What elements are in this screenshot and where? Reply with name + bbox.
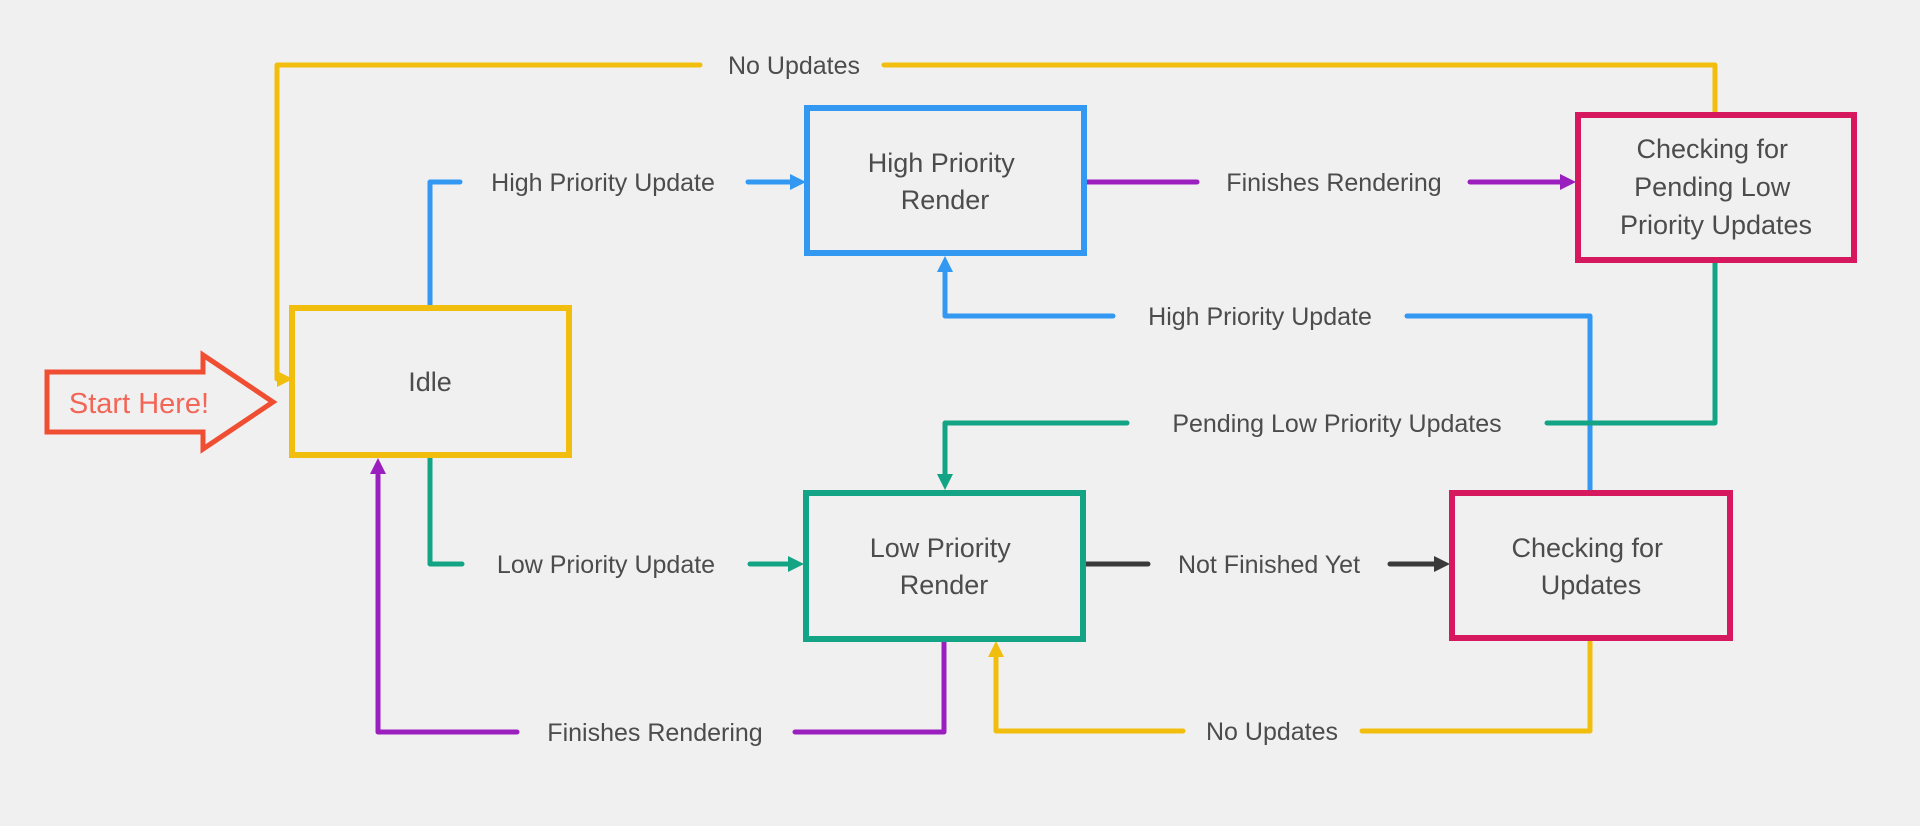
edge-label-high-priority-update-left: High Priority Update	[491, 169, 715, 197]
edge-high-priority-update-left-seg1	[427, 179, 463, 308]
edge-finishes-rendering-bottom-seg1	[792, 638, 947, 735]
node-checking-pending-low-label: Checking for Pending Low Priority Update…	[1620, 134, 1812, 240]
node-high-priority-render	[804, 105, 1087, 256]
edge-no-updates-bottom-seg1	[1359, 637, 1593, 734]
edge-high-priority-update-mid-seg1	[1404, 313, 1593, 494]
node-checking-updates-label: Checking for Updates	[1511, 533, 1670, 600]
arrowhead-finishes-rendering-top	[1560, 174, 1576, 190]
arrowhead-pending-low-priority-updates	[937, 474, 953, 490]
node-checking-pending-low	[1575, 112, 1857, 263]
edge-finishes-rendering-bottom-seg2	[375, 472, 520, 735]
edge-low-priority-update-seg1	[427, 454, 465, 567]
edge-pending-low-priority-updates-seg1	[1544, 259, 1718, 426]
edge-label-finishes-rendering-bottom: Finishes Rendering	[547, 719, 762, 747]
start-here-arrow	[44, 350, 278, 454]
arrowhead-no-updates-top	[277, 371, 293, 387]
edge-label-not-finished-yet: Not Finished Yet	[1178, 551, 1360, 579]
edge-label-pending-low-priority-updates: Pending Low Priority Updates	[1172, 410, 1501, 438]
edge-high-priority-update-mid-seg2	[942, 269, 1116, 319]
arrowhead-high-priority-update-left	[790, 174, 806, 190]
arrowhead-low-priority-update	[788, 556, 804, 572]
node-low-priority-render-label: Low Priority Render	[870, 533, 1019, 600]
edge-label-finishes-rendering-top: Finishes Rendering	[1226, 169, 1441, 197]
edge-label-no-updates-bottom: No Updates	[1206, 718, 1338, 746]
canvas-bottom-edge	[0, 826, 1920, 834]
edge-no-updates-bottom-seg2	[993, 654, 1186, 734]
edge-label-low-priority-update: Low Priority Update	[497, 551, 715, 579]
arrowhead-finishes-rendering-bottom	[370, 458, 386, 474]
edge-pending-low-priority-updates-seg2	[942, 420, 1130, 477]
node-low-priority-render	[803, 490, 1086, 642]
arrowhead-not-finished-yet	[1434, 556, 1450, 572]
node-idle-label: Idle	[408, 367, 452, 397]
start-here-label: Start Here!	[69, 388, 209, 420]
arrowhead-no-updates-bottom	[988, 641, 1004, 657]
edge-label-no-updates-top: No Updates	[728, 52, 860, 80]
arrowhead-high-priority-update-mid	[937, 256, 953, 272]
node-high-priority-render-label: High Priority Render	[868, 148, 1023, 215]
node-idle	[289, 305, 572, 458]
edge-no-updates-top-seg1	[881, 62, 1718, 115]
edge-label-high-priority-update-mid: High Priority Update	[1148, 303, 1372, 331]
node-checking-updates	[1449, 490, 1733, 641]
